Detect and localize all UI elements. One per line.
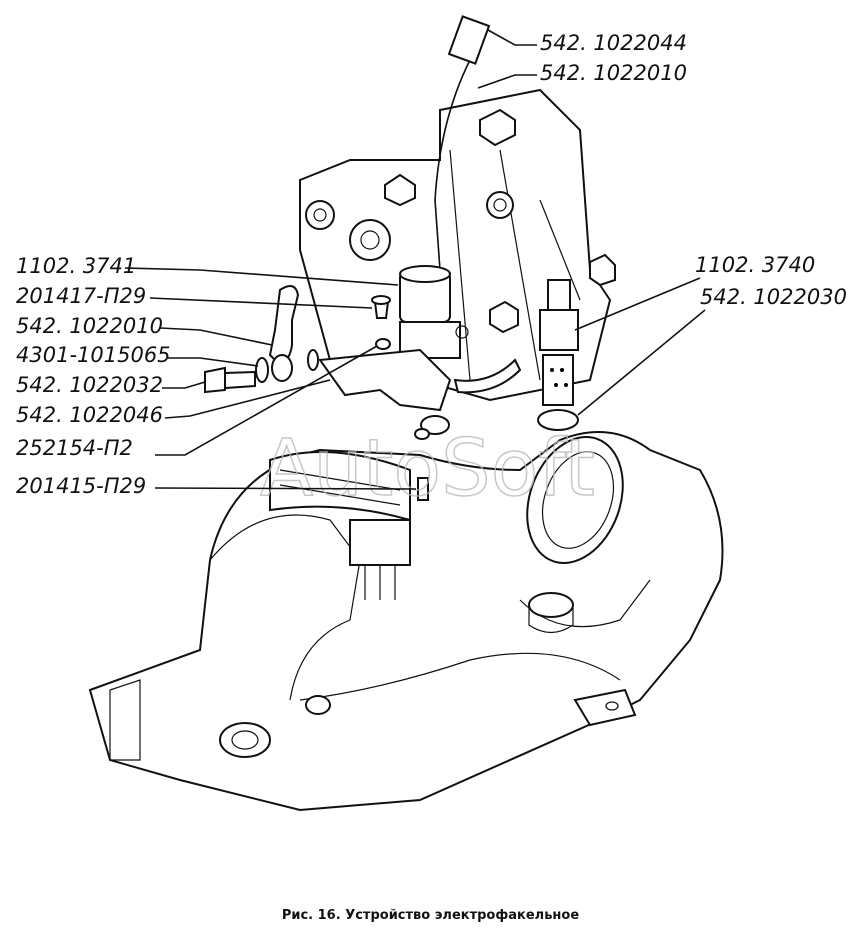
label-542-1022030: 542. 1022030 bbox=[700, 285, 847, 309]
label-542-1022010-right: 542. 1022010 bbox=[540, 61, 687, 85]
label-542-1022046: 542. 1022046 bbox=[16, 403, 163, 427]
label-252154-p2: 252154-П2 bbox=[16, 436, 133, 460]
figure-caption: Рис. 16. Устройство электрофакельное bbox=[281, 908, 580, 923]
label-201417-p29: 201417-П29 bbox=[16, 284, 146, 308]
glow-plug bbox=[453, 279, 579, 431]
label-542-1022032: 542. 1022032 bbox=[16, 373, 163, 397]
intake-manifold bbox=[88, 431, 724, 812]
label-1102-3741: 1102. 3741 bbox=[16, 254, 136, 278]
label-4301-1015065: 4301-1015065 bbox=[16, 343, 171, 367]
right-labels: 542. 1022044 542. 1022010 1102. 3740 542… bbox=[477, 29, 847, 416]
label-1102-3740: 1102. 3740 bbox=[695, 253, 815, 277]
label-201415-p29: 201415-П29 bbox=[16, 474, 146, 498]
label-542-1022044: 542. 1022044 bbox=[540, 31, 687, 55]
label-542-1022010: 542. 1022010 bbox=[16, 314, 163, 338]
left-labels: 1102. 3741 201417-П29 542. 1022010 4301-… bbox=[16, 254, 417, 498]
pump-housing bbox=[299, 88, 616, 402]
watermark-text: AutoSoft bbox=[260, 424, 595, 514]
